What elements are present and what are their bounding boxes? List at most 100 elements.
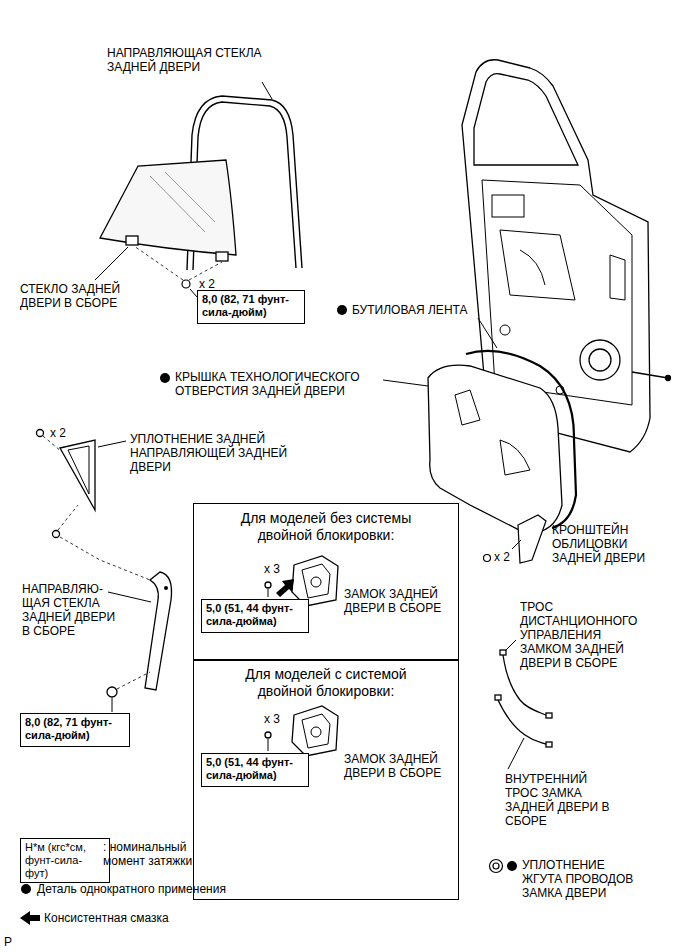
leader-line: [108, 592, 151, 602]
leader-line: [95, 247, 128, 280]
door-illustration: [580, 340, 620, 380]
trim-bracket: [518, 515, 546, 563]
door-illustration: [589, 349, 611, 371]
leader-line: [112, 698, 113, 712]
service-hole-cover: [500, 440, 530, 475]
lock-cables: [498, 700, 548, 745]
door-illustration: [520, 250, 545, 285]
torque-spec-box: 5,0 (51, 44 фунт-сила-дюйма): [201, 599, 309, 633]
part-name: УПЛОТНЕНИЕ ЗАДНЕЙ НАПРАВЛЯЮЩЕЙ ЗАДНЕЙ ДВ…: [130, 432, 310, 474]
door-lock: [265, 582, 271, 588]
part-name: УПЛОТНЕНИЕ ЖГУТА ПРОВОДОВ ЗАМКА ДВЕРИ: [522, 858, 642, 900]
leader-line: [268, 589, 269, 597]
quantity-note: x 2: [494, 550, 524, 564]
glass-guide-assembly: [107, 687, 117, 697]
grease-arrow: [20, 911, 40, 925]
glass-bolt: [182, 280, 190, 288]
part-name: СТЕКЛО ЗАДНЕЙ ДВЕРИ В СБОРЕ: [20, 282, 150, 310]
leader-line: [383, 380, 428, 386]
door-illustration: [482, 180, 632, 405]
door-lock: [265, 556, 338, 756]
harness-grommet: [490, 860, 503, 873]
service-hole-cover: [428, 351, 576, 533]
leader-line: [98, 441, 126, 447]
glass-guide-assembly: [164, 586, 168, 590]
door-illustration: [500, 230, 575, 300]
leader-line: [262, 82, 272, 99]
lock-cables: [495, 695, 501, 700]
door-glass: [216, 252, 228, 261]
lock-cables: [546, 742, 552, 747]
glass-bolt: [134, 246, 183, 280]
door-glass: [126, 236, 138, 245]
torque-value: 5,0 (51, 44 фунт-сила-дюйма): [206, 602, 304, 628]
legend-text: Деталь однократного применения: [37, 882, 257, 896]
door-illustration: [500, 325, 510, 335]
door-illustration: [492, 195, 524, 217]
door-lock: [292, 706, 338, 756]
single-use-mark: [21, 305, 517, 894]
part-name: ВНУТРЕННИЙ ТРОС ЗАМКА ЗАДНЕЙ ДВЕРИ В СБО…: [505, 772, 623, 828]
legend-text: : номинальный момент затяжки: [103, 840, 213, 868]
door-lock: [265, 732, 271, 738]
part-name: ЗАМОК ЗАДНЕЙ ДВЕРИ В СБОРЕ: [344, 752, 456, 780]
torque-legend-box: Н*м (кгс*см, фунт-сила-фут): [20, 838, 110, 883]
leader-line: [268, 739, 269, 751]
door-glass: [100, 160, 236, 261]
panel-heading: Для моделей без системы двойной блокиров…: [229, 510, 424, 544]
lock-cables: [546, 713, 552, 718]
door-illustration: [666, 376, 671, 381]
door-illustration: [610, 255, 625, 300]
panel-heading: Для моделей с системой двойной блокировк…: [229, 666, 424, 700]
torque-value: 8,0 (82, 71 фунт-сила-дюйм): [202, 293, 300, 319]
trim-bracket: [484, 555, 491, 562]
harness-grommet: [490, 860, 503, 873]
quantity-note: x 3: [264, 562, 294, 576]
rear-guide-seal: [53, 531, 60, 538]
part-name: БУТИЛОВАЯ ЛЕНТА: [352, 303, 502, 317]
leader-line: [512, 540, 521, 549]
torque-spec-box: 8,0 (82, 71 фунт-сила-дюйм): [197, 290, 305, 324]
glass-guide-assembly: [107, 572, 172, 697]
rear-guide-seal: [60, 537, 160, 584]
rear-guide-seal: [60, 440, 95, 510]
leader-line: [190, 289, 197, 297]
torque-value: 8,0 (82, 71 фунт-сила-дюйм): [25, 716, 125, 742]
quantity-note: x 2: [50, 426, 80, 440]
rear-guide-seal: [68, 446, 89, 494]
torque-spec-box: 8,0 (82, 71 фунт-сила-дюйм): [20, 713, 130, 747]
door-lock: [302, 714, 330, 748]
grease-arrow: [276, 579, 294, 597]
single-use-mark: [337, 305, 347, 315]
torque-value: Н*м (кгс*см, фунт-сила-фут): [25, 841, 105, 880]
single-use-mark: [507, 861, 517, 871]
door-glass: [165, 172, 215, 222]
service-hole-cover: [455, 390, 480, 425]
leader-line: [95, 82, 524, 769]
glass-guide-assembly: [117, 672, 150, 689]
part-name: КРЫШКА ТЕХНОЛОГИЧЕСКОГО ОТВЕРСТИЯ ЗАДНЕЙ…: [175, 370, 380, 398]
door-lock: [302, 564, 330, 598]
leader-line: [505, 640, 516, 651]
legend-text: Консистентная смазка: [44, 911, 244, 925]
door-lock: [311, 727, 321, 737]
part-name: ЗАМОК ЗАДНЕЙ ДВЕРИ В СБОРЕ: [344, 587, 456, 615]
door-glass: [100, 160, 236, 255]
service-hole-cover: [428, 365, 562, 533]
part-name: P: [4, 935, 24, 949]
harness-grommet: [493, 863, 499, 869]
leader-line: [478, 318, 497, 348]
leader-line: [508, 738, 524, 769]
part-name: НАПРАВЛЯЮ- ЩАЯ СТЕКЛА ЗАДНЕЙ ДВЕРИ В СБО…: [22, 582, 126, 638]
quantity-note: x 3: [264, 712, 294, 726]
torque-value: 5,0 (51, 44 фунт-сила-дюйма): [206, 756, 304, 782]
torque-spec-box: 5,0 (51, 44 фунт-сила-дюйма): [201, 753, 309, 787]
single-use-mark: [21, 884, 31, 894]
rear-guide-seal: [58, 505, 78, 530]
door-lock: [311, 577, 321, 587]
part-name: НАПРАВЛЯЮЩАЯ СТЕКЛА ЗАДНЕЙ ДВЕРИ: [107, 46, 272, 74]
part-name: КРОНШТЕЙН ОБЛИЦОВКИ ЗАДНЕЙ ДВЕРИ: [552, 523, 672, 565]
variant-panel: Для моделей без системы двойной блокиров…: [193, 503, 459, 661]
rear-guide-seal: [37, 430, 44, 437]
